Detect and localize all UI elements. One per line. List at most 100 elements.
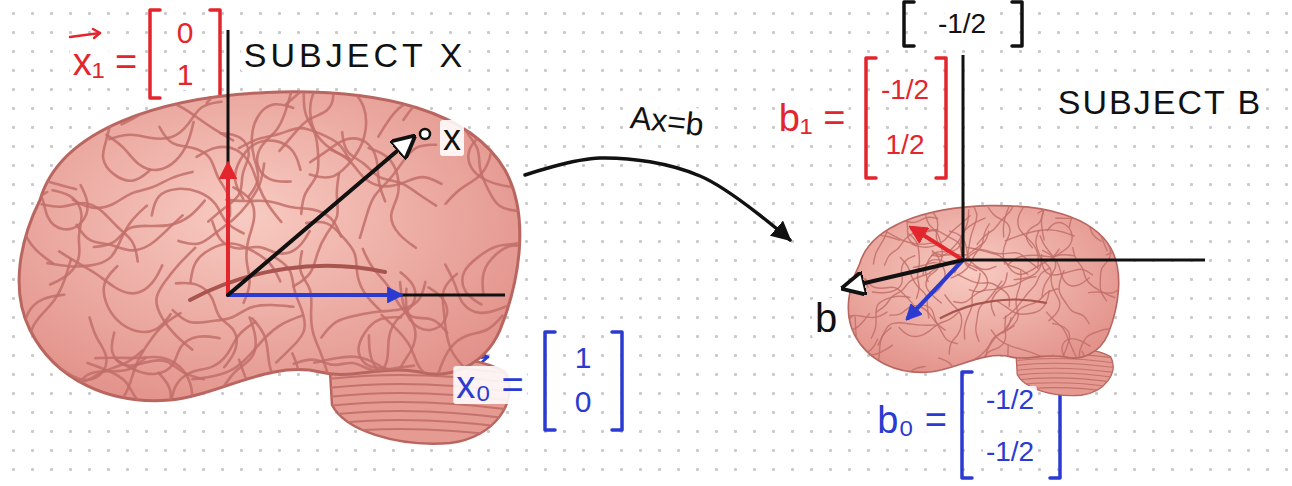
brain-fold bbox=[103, 103, 150, 181]
brain-fold bbox=[10, 192, 47, 242]
brain-fold bbox=[226, 200, 341, 237]
brain-fold bbox=[876, 328, 891, 388]
brain-fold bbox=[77, 215, 183, 250]
brain-fold bbox=[248, 104, 293, 197]
brain-fold bbox=[1082, 351, 1116, 405]
vector-entry: 0 bbox=[174, 18, 197, 48]
brain-fold bbox=[1073, 248, 1115, 298]
brain-fold bbox=[10, 178, 76, 192]
brain-fissure bbox=[941, 300, 1046, 318]
vector-bracket bbox=[210, 10, 220, 98]
brain-fold bbox=[468, 101, 512, 187]
brain-fold bbox=[377, 272, 416, 379]
brain-fold bbox=[954, 273, 1007, 303]
point-dot bbox=[420, 129, 430, 139]
brain-fold bbox=[939, 358, 990, 397]
subject-title: SUBJECT B bbox=[1055, 85, 1265, 119]
brain-fold bbox=[239, 353, 298, 404]
brain-fold bbox=[10, 101, 42, 152]
brain-fold bbox=[504, 28, 525, 96]
cerebellum-fold bbox=[1011, 378, 1119, 383]
brain-fold bbox=[391, 381, 434, 448]
brain-fold bbox=[47, 206, 146, 267]
brain-fold bbox=[10, 82, 79, 124]
brain-fold bbox=[301, 93, 318, 214]
brain-fold bbox=[300, 251, 328, 373]
point-vector-arrow bbox=[848, 260, 963, 287]
cerebellum-fold bbox=[320, 411, 520, 420]
brain-fold bbox=[44, 317, 106, 379]
brain-fold bbox=[1041, 182, 1070, 240]
vector-bracket bbox=[962, 372, 972, 478]
edge-label: Ax=b bbox=[626, 101, 709, 141]
vector-entry: 1 bbox=[572, 343, 595, 373]
brain-fold bbox=[1100, 239, 1110, 301]
brain-fold bbox=[1044, 355, 1106, 367]
brain-fold bbox=[873, 199, 888, 264]
brain-region: SUBJECT B bbox=[790, 40, 1280, 412]
vector-name: b₀ = bbox=[874, 401, 950, 439]
brain-fold bbox=[1005, 289, 1058, 329]
brain-fold bbox=[235, 140, 300, 198]
brain-fold bbox=[94, 201, 205, 247]
brain-fold bbox=[905, 181, 916, 246]
basis-vector-arrow bbox=[912, 228, 963, 260]
brain-fold bbox=[1062, 339, 1090, 365]
brain-fold bbox=[1038, 200, 1101, 214]
vector-entry: -1/2 bbox=[983, 438, 1037, 466]
vector-entry: -1/2 bbox=[983, 386, 1037, 414]
brain-fold bbox=[846, 316, 878, 352]
brain-fold bbox=[854, 161, 884, 214]
brain-fold bbox=[378, 69, 480, 137]
brain-fold bbox=[23, 150, 53, 263]
brain-fold bbox=[1042, 255, 1093, 275]
brain-fold bbox=[360, 145, 436, 238]
vector-entry: 1/2 bbox=[883, 131, 928, 159]
brain-fold bbox=[850, 206, 900, 240]
brain-illustration bbox=[803, 149, 1170, 412]
basis-vector-arrow bbox=[908, 260, 963, 318]
brain-fold bbox=[173, 305, 294, 323]
brain-fold bbox=[294, 174, 339, 287]
brain-fold bbox=[464, 111, 519, 211]
brain-fold bbox=[359, 317, 408, 380]
basis-vector-arrow bbox=[228, 293, 400, 297]
cerebellum-fold bbox=[1011, 359, 1119, 364]
brain-fold bbox=[190, 317, 256, 415]
brain-fold bbox=[10, 349, 53, 367]
brain-fold bbox=[294, 360, 414, 371]
cerebellum-fold bbox=[320, 420, 520, 429]
vector-bracket bbox=[612, 332, 622, 430]
brain-fold bbox=[104, 266, 171, 332]
vector-bracket bbox=[150, 10, 160, 98]
vector-name: x₁ = bbox=[70, 43, 141, 81]
brain-fold bbox=[1005, 230, 1074, 241]
vector-bracket bbox=[866, 58, 876, 178]
brain-fold bbox=[973, 249, 1037, 267]
brain-fold bbox=[904, 367, 928, 397]
brain-fold bbox=[50, 190, 81, 284]
vector-accent bbox=[93, 29, 100, 38]
cerebrum bbox=[848, 206, 1118, 373]
point-name: x bbox=[440, 120, 464, 156]
brain-fold bbox=[1044, 323, 1070, 369]
brain-fold bbox=[1079, 329, 1119, 366]
brain-fold bbox=[1096, 149, 1109, 212]
brain-fold bbox=[171, 322, 256, 406]
vector-bracket bbox=[545, 332, 555, 430]
brain-fold bbox=[192, 316, 302, 380]
brain-outline bbox=[10, 28, 525, 448]
brain-fold bbox=[109, 102, 221, 139]
brain-fold bbox=[321, 282, 425, 338]
brain-fold bbox=[342, 132, 436, 205]
cerebellum-fold bbox=[1011, 363, 1119, 368]
brain-fold bbox=[1059, 271, 1089, 324]
subject-title: SUBJECT X bbox=[241, 38, 469, 72]
vector-name: x₀ = bbox=[453, 366, 527, 404]
brain-fold bbox=[1063, 164, 1077, 227]
brain-fold bbox=[252, 318, 326, 409]
brain-fold bbox=[274, 257, 305, 363]
axis-line bbox=[228, 294, 505, 297]
point-name: b bbox=[812, 298, 840, 338]
